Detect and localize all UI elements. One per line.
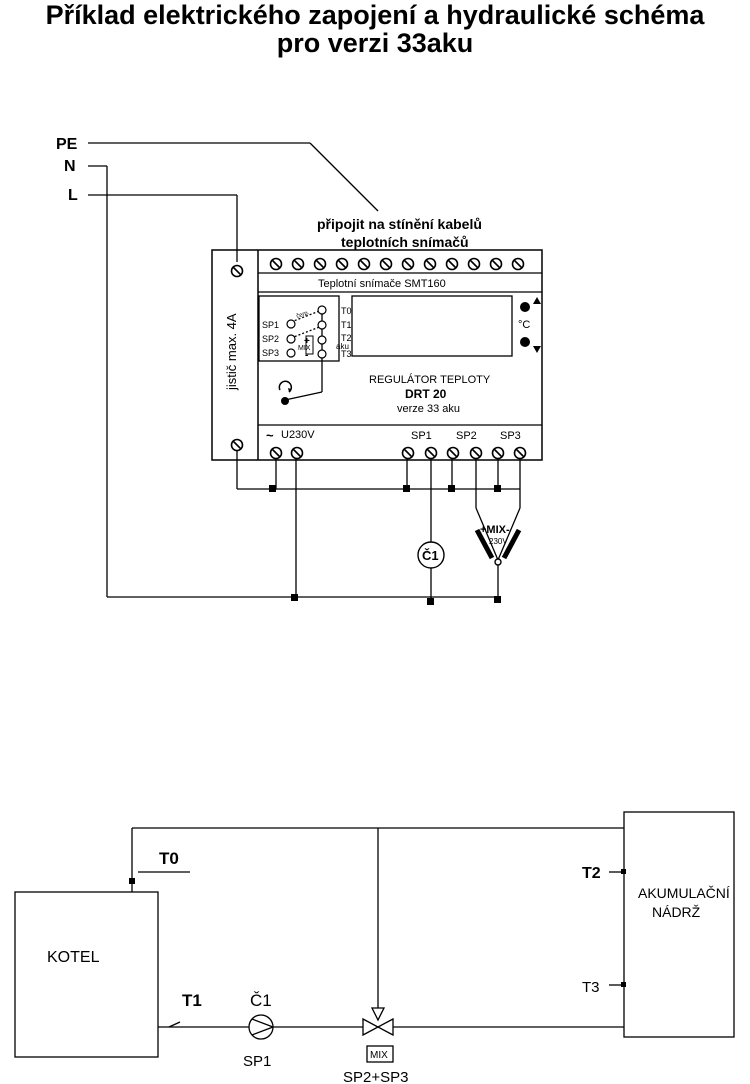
- button-up: [520, 302, 530, 312]
- up-arrow-icon: [533, 297, 541, 304]
- sensors-label: Teplotní snímače SMT160: [318, 278, 446, 290]
- pump-label: Č1: [250, 991, 272, 1010]
- rotate-icon: [278, 380, 293, 393]
- boiler-label: KOTEL: [47, 949, 100, 966]
- controller-version: verze 33 aku: [397, 403, 460, 415]
- pump-output-label: SP1: [243, 1053, 271, 1070]
- svg-text:T3: T3: [341, 349, 352, 359]
- n-label: N: [64, 158, 76, 175]
- tank-label-1: AKUMULAČNÍ: [638, 885, 730, 901]
- supply-label: U230V: [281, 429, 315, 441]
- page-title-line-2: pro verzi 33aku: [276, 28, 474, 58]
- down-arrow-icon: [533, 346, 541, 353]
- sensor-terminal-row: [269, 257, 525, 271]
- svg-text:+: +: [304, 336, 310, 347]
- wire-pe-diag: [309, 142, 379, 212]
- mixer-label: +MIX-: [480, 524, 510, 536]
- svg-text:T0: T0: [341, 306, 352, 316]
- svg-text:SP2: SP2: [262, 334, 279, 344]
- controller-name: REGULÁTOR TEPLOTY: [369, 373, 491, 386]
- sensor-t3-label: T3: [582, 979, 600, 996]
- controller-model: DRT 20: [405, 387, 447, 401]
- power-terminal-row: [269, 446, 527, 460]
- svg-text:SP1: SP1: [262, 320, 279, 330]
- celsius-label: °C: [518, 319, 530, 331]
- pump-c1-label: Č1: [422, 548, 439, 563]
- svg-text:~: ~: [266, 428, 274, 443]
- boiler: [14, 891, 159, 1058]
- jumper-panel: [258, 295, 340, 362]
- controller-housing: [211, 249, 543, 461]
- mixer-voltage: 230V: [489, 537, 508, 546]
- page-title-line-1: Příklad elektrického zapojení a hydrauli…: [45, 0, 705, 30]
- junction-dots: [269, 485, 501, 605]
- valve-output-label: SP2+SP3: [343, 1069, 408, 1084]
- mix-actuator-box: [366, 1045, 394, 1063]
- svg-text:SP3: SP3: [500, 430, 521, 442]
- shield-note-1: připojit na stínění kabelů: [317, 216, 482, 232]
- svg-text:T1: T1: [341, 320, 352, 330]
- svg-text:-: -: [305, 350, 308, 361]
- mix-box-label: MIX: [370, 1050, 388, 1061]
- accumulation-tank: [623, 811, 735, 1038]
- svg-text:T2: T2: [341, 333, 352, 343]
- svg-text:SP2: SP2: [456, 430, 477, 442]
- svg-text:čerp.: čerp.: [296, 310, 311, 320]
- svg-text:SP1: SP1: [411, 430, 432, 442]
- display-window: [351, 295, 513, 357]
- mixer-symbol: [474, 528, 522, 560]
- l-label: L: [68, 187, 78, 204]
- sensor-t0-label: T0: [159, 849, 179, 868]
- jumper-contacts: [286, 305, 327, 359]
- pe-label: PE: [56, 136, 78, 153]
- sensor-t2-label: T2: [582, 865, 601, 882]
- tank-label-2: NÁDRŽ: [652, 904, 701, 920]
- svg-text:aku: aku: [336, 342, 349, 351]
- button-down: [520, 337, 530, 347]
- breaker-terminal-top: [230, 264, 244, 278]
- breaker-label: jistič max. 4A: [224, 313, 239, 391]
- selector-knob: [281, 397, 289, 405]
- pump-c1-symbol: [417, 541, 445, 569]
- shield-note-2: teplotních snímačů: [341, 234, 469, 250]
- wiring-diagram: [88, 142, 543, 602]
- three-way-valve: [362, 1017, 394, 1037]
- breaker-terminal-bottom: [230, 438, 244, 452]
- hydraulic-diagram: [14, 811, 735, 1063]
- svg-text:MIX: MIX: [298, 345, 311, 352]
- svg-text:SP3: SP3: [262, 348, 279, 358]
- sensor-t1-label: T1: [182, 991, 202, 1010]
